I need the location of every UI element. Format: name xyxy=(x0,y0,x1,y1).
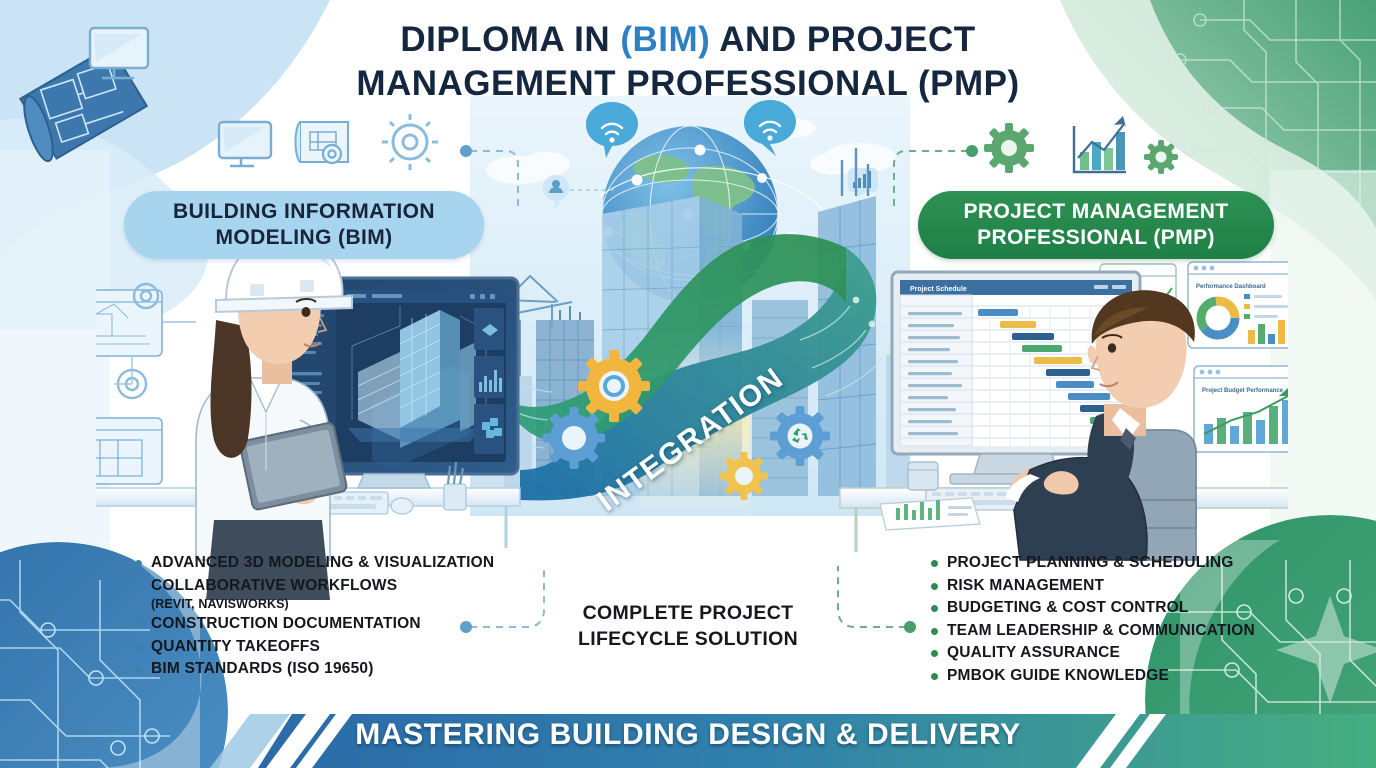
bim-bullet-item-sublabel: (REVIT, NAVISWORKS) xyxy=(151,597,289,612)
bim-bullet-item-label: ADVANCED 3D MODELING & VISUALIZATION xyxy=(151,554,495,571)
coffee-mug xyxy=(907,461,939,491)
gantt-window-title: Project Schedule xyxy=(910,286,967,293)
pmp-trend-window-large: Project Budget Performance xyxy=(1193,365,1288,453)
bim-bullet-item-label: COLLABORATIVE WORKFLOWS xyxy=(151,576,398,594)
bim-bullet-item: ADVANCED 3D MODELING & VISUALIZATION xyxy=(134,552,564,574)
recycle-gear-icon xyxy=(770,406,830,466)
badge-pmp: PROJECT MANAGEMENT PROFESSIONAL (PMP) xyxy=(918,191,1274,259)
bim-engineer-illustration xyxy=(195,234,353,600)
connector-dot xyxy=(966,145,978,157)
pmp-feature-list: PROJECT PLANNING & SCHEDULING RISK MANAGE… xyxy=(930,552,1330,688)
bim-bullet-item: BIM STANDARDS (ISO 19650) xyxy=(134,658,564,680)
connector-dot xyxy=(904,621,916,633)
bottom-banner-shape xyxy=(210,714,1376,768)
dashed-connector-top-left xyxy=(470,150,519,210)
pmp-bullet-item-label: PROJECT PLANNING & SCHEDULING xyxy=(947,554,1234,571)
gear-blue-icon xyxy=(543,407,605,469)
pmp-manager-illustration xyxy=(1006,290,1195,561)
badge-bim-line2: MODELING (BIM) xyxy=(215,226,393,249)
gear-icon xyxy=(132,282,160,310)
pmp-bullet-item-label: TEAM LEADERSHIP & COMMUNICATION xyxy=(947,621,1255,639)
bim-feature-list: ADVANCED 3D MODELING & VISUALIZATION COLL… xyxy=(134,552,564,681)
bim-wall-window-2 xyxy=(96,417,163,485)
gear-orange-icon xyxy=(578,350,650,422)
center-caption: COMPLETE PROJECT LIFECYCLE SOLUTION xyxy=(508,600,868,652)
pmp-dashboard-window: Performance Dashboard xyxy=(1187,261,1288,349)
dashed-connector-bottom-right xyxy=(837,566,906,628)
pmp-bullet-item: TEAM LEADERSHIP & COMMUNICATION xyxy=(930,620,1330,642)
pmp-bullet-item: PMBOK GUIDE KNOWLEDGE xyxy=(930,665,1330,687)
pmp-bullet-item: BUDGETING & COST CONTROL xyxy=(930,597,1330,619)
bim-bullet-item-label: CONSTRUCTION DOCUMENTATION xyxy=(151,615,421,633)
pmp-bullet-item: QUALITY ASSURANCE xyxy=(930,642,1330,664)
bar-chart-growth-icon xyxy=(1072,116,1126,174)
gear-icon xyxy=(984,123,1034,173)
center-caption-line2: LIFECYCLE SOLUTION xyxy=(578,628,798,650)
dashed-connector-top-right xyxy=(893,150,968,210)
pmp-monitor: Project Schedule xyxy=(890,270,1142,485)
pen-cup xyxy=(443,461,467,511)
pmp-bullet-item: RISK MANAGEMENT xyxy=(930,575,1330,597)
badge-pmp-line1: PROJECT MANAGEMENT xyxy=(963,200,1229,224)
badge-pmp-line2: PROFESSIONAL (PMP) xyxy=(977,226,1215,249)
pmp-bullet-item-label: RISK MANAGEMENT xyxy=(947,576,1105,594)
gear-small-icon xyxy=(1144,140,1178,174)
connector-dot xyxy=(460,621,472,633)
connector-dot xyxy=(460,145,472,157)
badge-bim: BUILDING INFORMATION MODELING (BIM) xyxy=(124,191,484,259)
bim-monitor xyxy=(268,276,520,489)
gear-icon xyxy=(382,114,438,170)
bim-bullet-item-label: BIM STANDARDS (ISO 19650) xyxy=(151,660,374,678)
trend-window-title: Project Budget Performance xyxy=(1202,388,1284,394)
page-title: DIPLOMA IN (BIM) AND PROJECT MANAGEMENT … xyxy=(0,18,1376,106)
gear-yellow-icon xyxy=(720,452,768,500)
bim-bullet-item-label: QUANTITY TAKEOFFS xyxy=(151,637,321,655)
center-caption-line1: COMPLETE PROJECT xyxy=(582,602,794,624)
bim-bullet-item: COLLABORATIVE WORKFLOWS (REVIT, NAVISWORK… xyxy=(134,575,564,613)
pmp-bullet-item-label: BUDGETING & COST CONTROL xyxy=(947,599,1189,617)
banner-text: MASTERING BUILDING DESIGN & DELIVERY xyxy=(355,718,1021,751)
bim-bullet-item: CONSTRUCTION DOCUMENTATION xyxy=(134,613,564,635)
bim-bullet-item: QUANTITY TAKEOFFS xyxy=(134,636,564,658)
title-line-2: MANAGEMENT PROFESSIONAL (PMP) xyxy=(356,63,1020,103)
pmp-bullet-item-label: PMBOK GUIDE KNOWLEDGE xyxy=(947,666,1170,684)
report-papers xyxy=(879,497,981,531)
badge-bim-line1: BUILDING INFORMATION xyxy=(173,200,435,224)
blueprint-gear-icon xyxy=(294,121,349,165)
dashed-connector-bottom-left xyxy=(470,566,545,628)
pmp-bullet-item: PROJECT PLANNING & SCHEDULING xyxy=(930,552,1330,574)
title-part-1: DIPLOMA IN xyxy=(400,20,621,59)
title-part-2: AND PROJECT xyxy=(710,20,976,59)
dashboard-window-title: Performance Dashboard xyxy=(1196,284,1266,290)
title-line-1: DIPLOMA IN (BIM) AND PROJECT xyxy=(0,18,1376,62)
title-accent-bim: (BIM) xyxy=(620,20,711,59)
pmp-bullet-item-label: QUALITY ASSURANCE xyxy=(947,644,1121,662)
